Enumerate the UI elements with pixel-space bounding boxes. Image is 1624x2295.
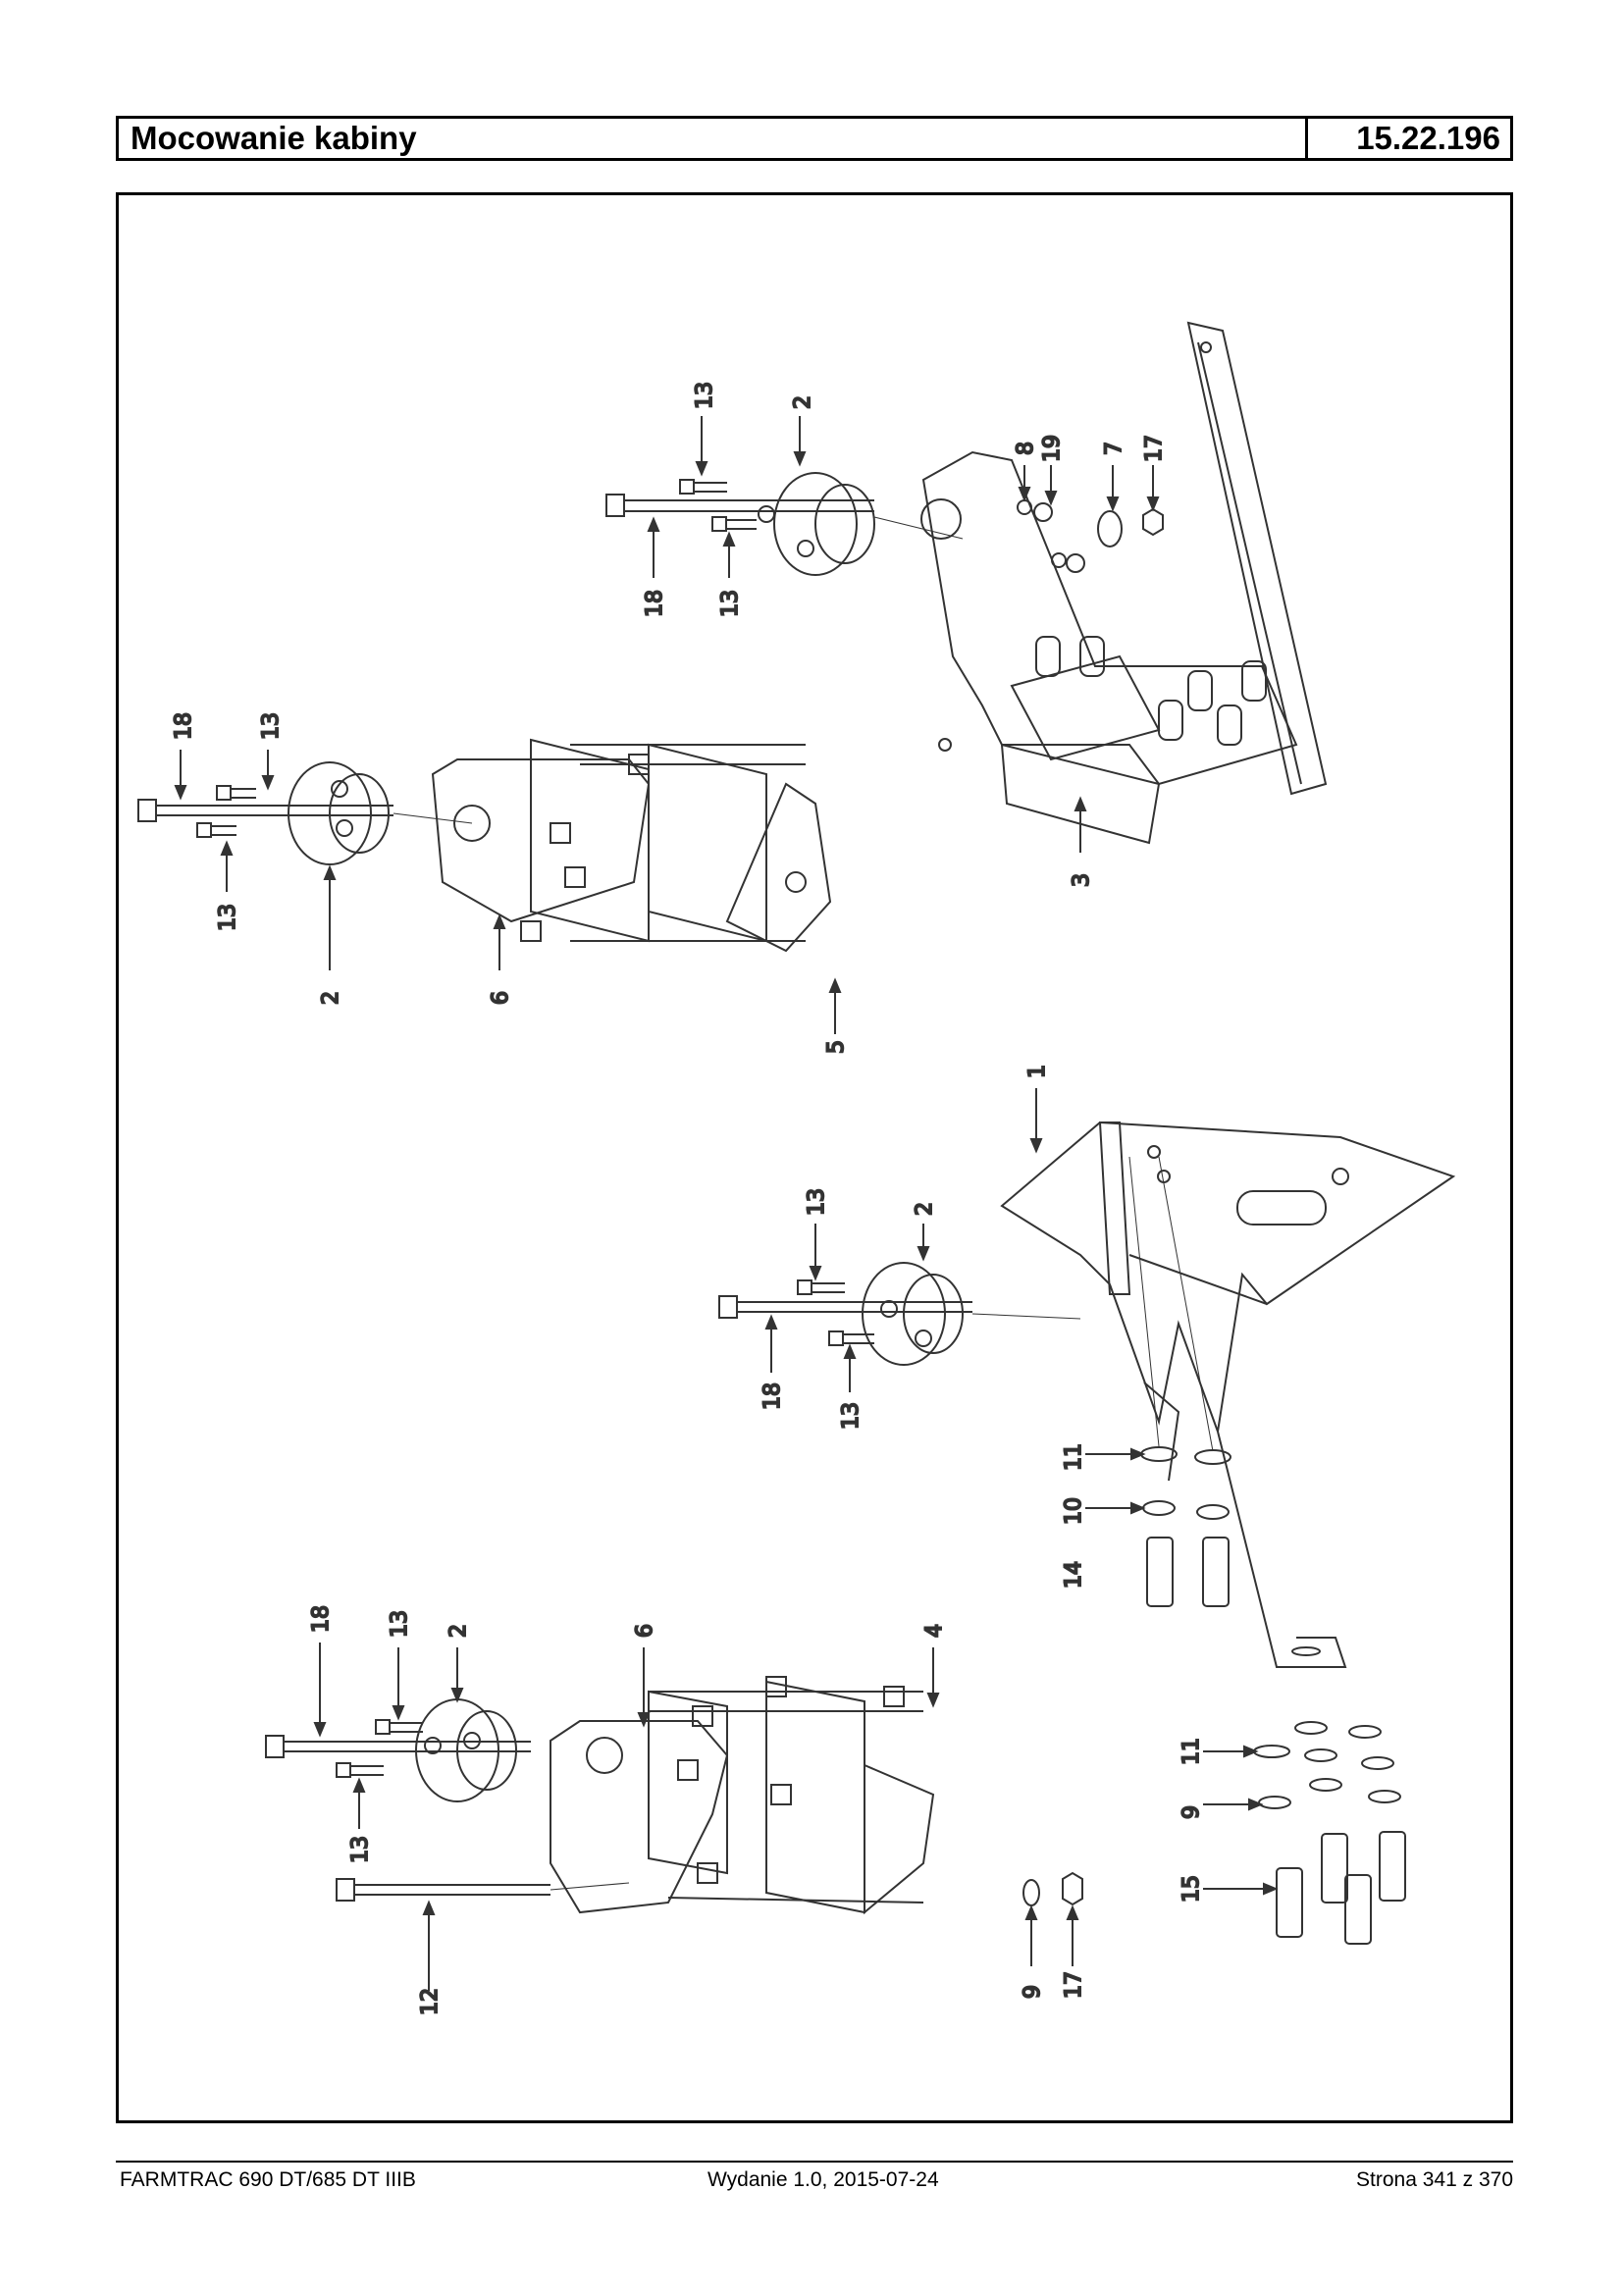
label-a-1: 2 [791,395,815,409]
label-d-7: 9 [1021,1985,1045,1999]
label-a-5: 17 [1142,435,1167,462]
label-c-7: 14 [1062,1561,1086,1589]
footer-edition: Wydanie 1.0, 2015-07-24 [707,2168,939,2191]
parts-diagram-frame: 13 2 8 19 7 17 18 13 3 [116,192,1513,2123]
label-d-4: 4 [922,1624,947,1638]
label-a-8: 3 [1070,873,1094,887]
label-b-1: 13 [259,712,284,740]
label-c-4: 13 [839,1402,864,1430]
label-d-3: 6 [633,1624,657,1638]
assembly-b: 18 13 13 2 6 5 [137,711,850,1055]
footer-page-number: Strona 341 z 370 [1356,2168,1513,2191]
title-bar: Mocowanie kabiny 15.22.196 [116,116,1513,161]
label-d-6: 12 [418,1988,443,2015]
label-c-1: 13 [805,1188,829,1216]
label-a-7: 13 [718,590,743,617]
label-b-2: 13 [216,904,240,931]
label-a-0: 13 [693,382,717,409]
parts-diagram: 13 2 8 19 7 17 18 13 3 [137,321,1456,2016]
label-c-6: 10 [1062,1497,1086,1525]
label-a-2: 8 [1014,442,1038,455]
label-a-3: 19 [1040,435,1065,462]
assembly-a: 13 2 8 19 7 17 18 13 3 [605,321,1328,888]
label-c-3: 18 [760,1382,785,1410]
assembly-c: 1 13 2 18 13 11 10 14 [718,1064,1456,1668]
footer-divider [116,2161,1513,2163]
label-d-5: 13 [348,1836,373,1863]
label-b-4: 6 [489,991,513,1005]
assembly-d: 18 13 2 6 4 13 12 9 17 11 9 15 [265,1604,1406,2016]
label-d-8: 17 [1062,1971,1086,1999]
page-title: Mocowanie kabiny [119,119,1308,158]
label-b-0: 18 [172,712,196,740]
label-d-1: 13 [388,1610,412,1638]
section-code: 15.22.196 [1356,120,1500,156]
label-d-0: 18 [309,1605,334,1633]
label-a-6: 18 [643,590,667,617]
footer-model: FARMTRAC 690 DT/685 DT IIIB [120,2168,416,2191]
label-c-5: 11 [1062,1443,1086,1471]
label-a-4: 7 [1102,442,1126,455]
label-b-5: 5 [824,1040,849,1054]
label-d-11: 15 [1179,1875,1204,1903]
label-d-9: 11 [1179,1738,1204,1765]
label-d-2: 2 [446,1624,471,1638]
label-c-2: 2 [913,1202,937,1216]
label-c-0: 1 [1025,1065,1050,1078]
label-b-3: 2 [319,991,343,1005]
label-d-10: 9 [1179,1805,1204,1819]
